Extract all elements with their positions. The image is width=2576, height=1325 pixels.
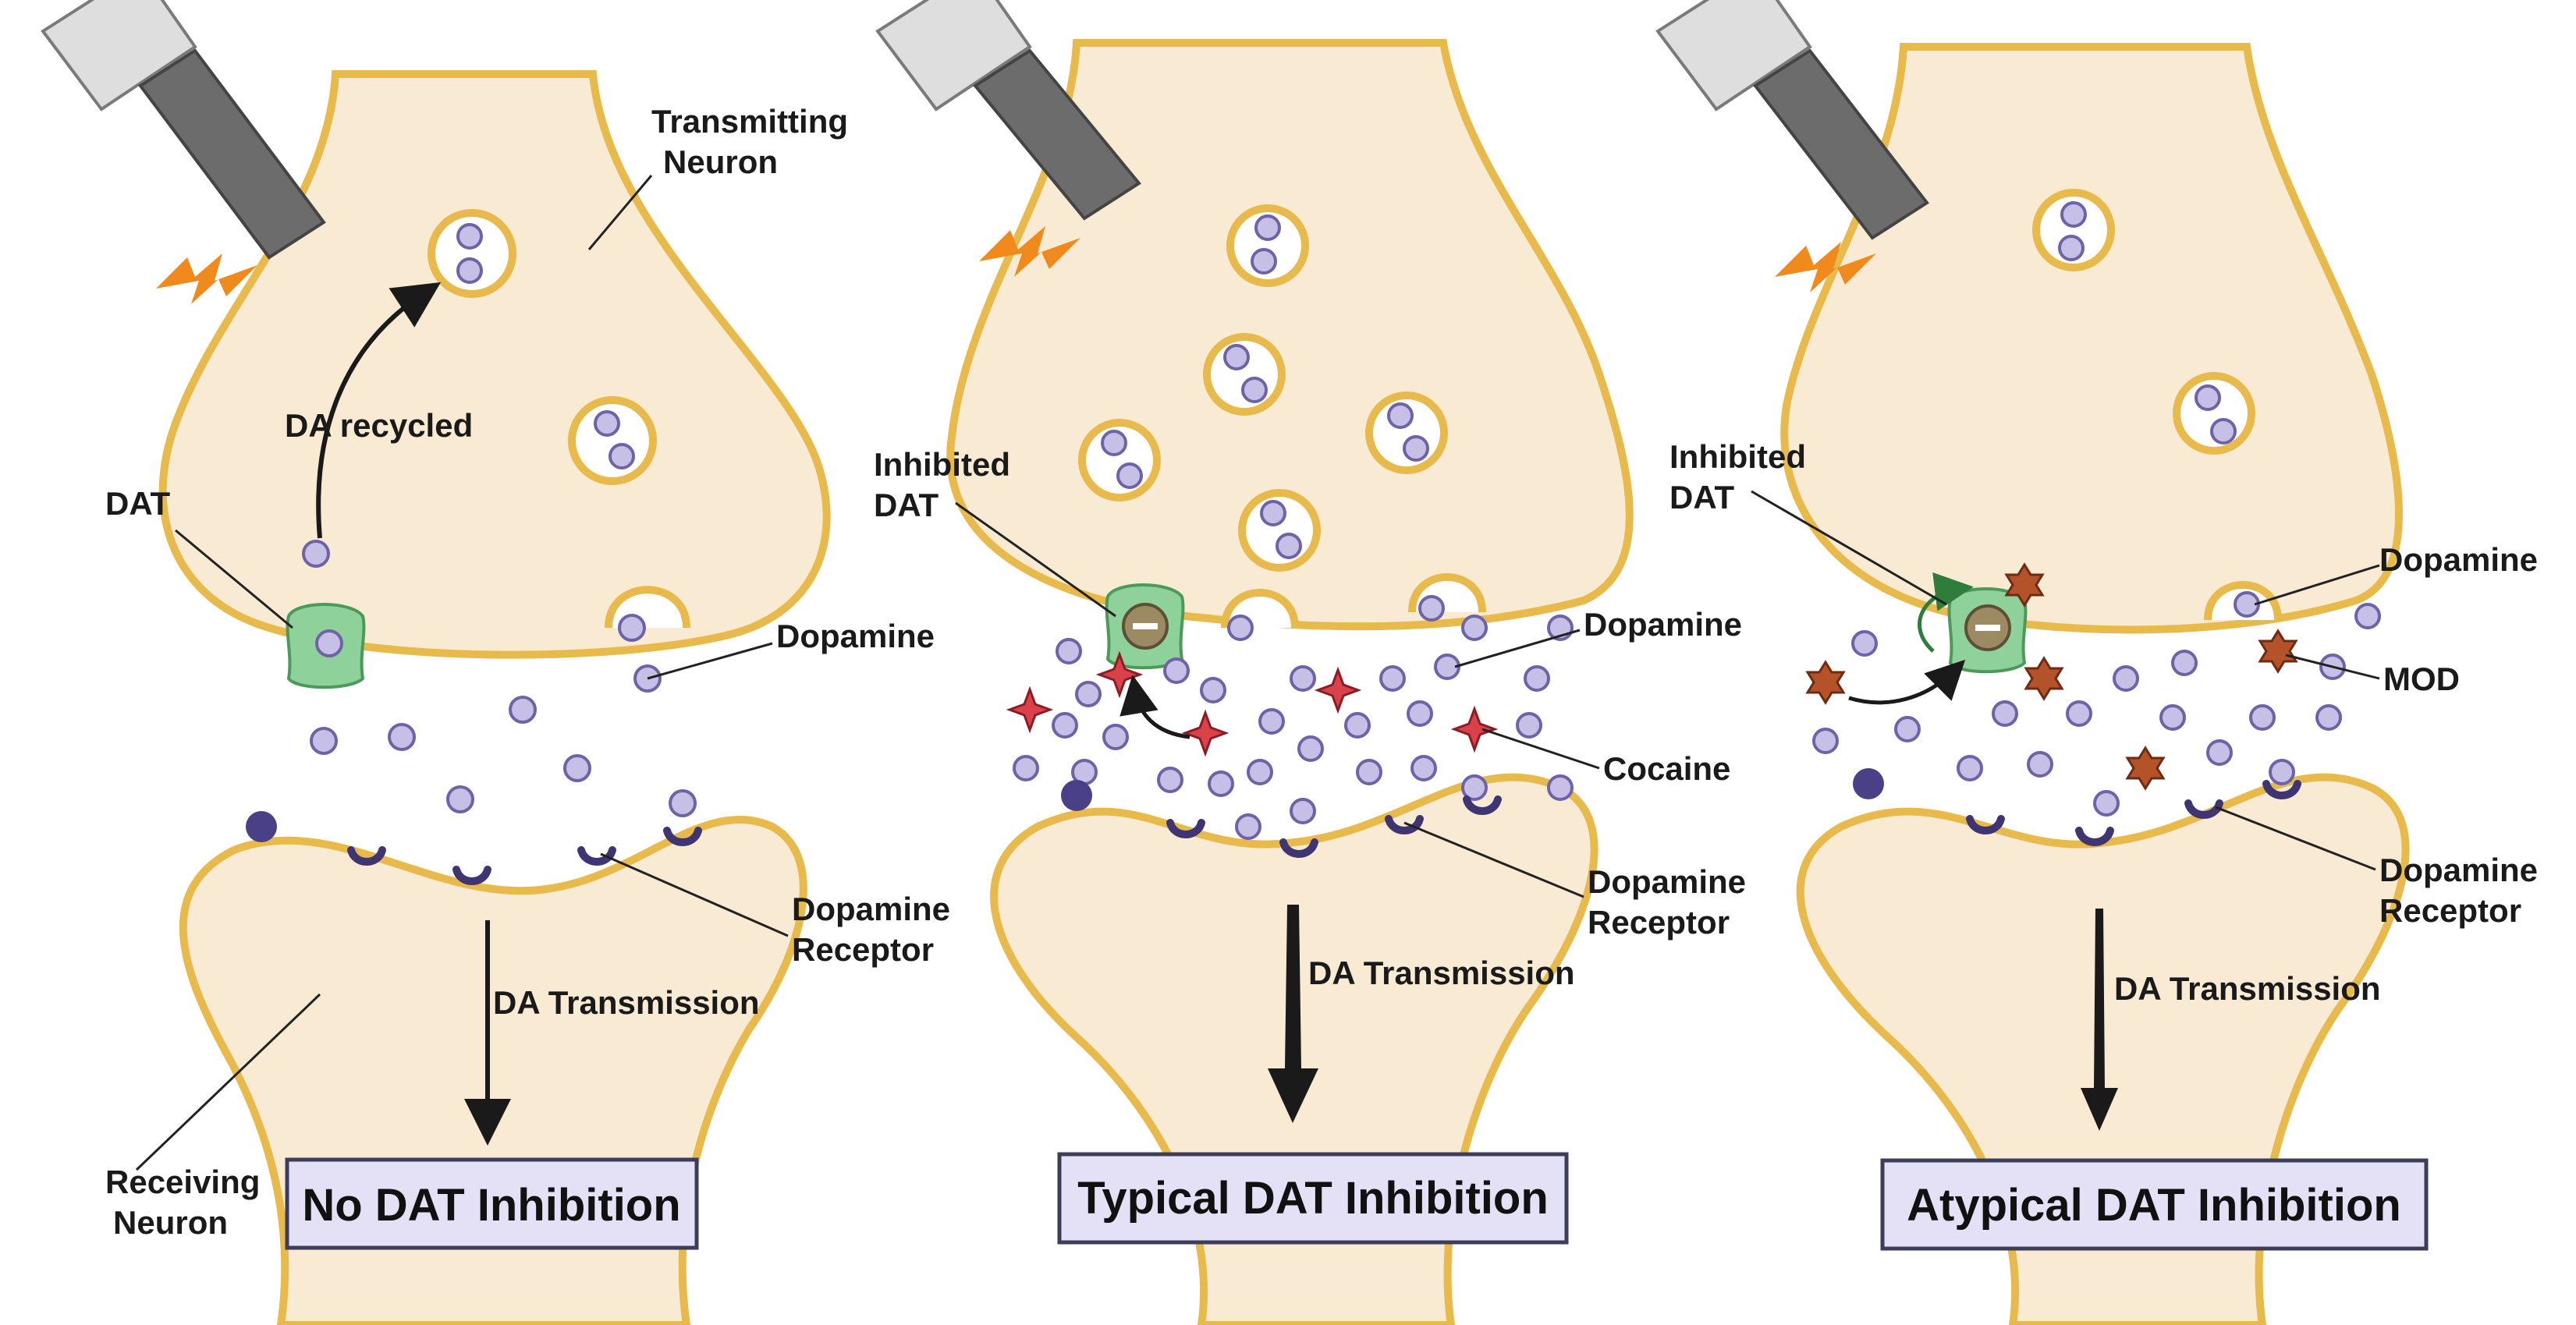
panel-atypical-dat-inhibition: Inhibited DAT Dopamine MOD Dopamine Rece…	[1655, 0, 2547, 1325]
vesicle-icon	[2032, 189, 2115, 271]
dopamine-cluster	[1812, 591, 2381, 817]
dat-transporter-icon	[286, 603, 366, 689]
dopamine-receptor-icon	[1061, 780, 1502, 858]
vesicle-icon	[1365, 391, 1448, 474]
dopamine-cluster	[310, 614, 697, 817]
label-mod: MOD	[2383, 661, 2460, 697]
label-dopamine-receptor: Dopamine Receptor	[1588, 863, 1755, 941]
recycle-arrow	[316, 282, 442, 539]
transmitting-neuron	[1780, 43, 2403, 634]
label-transmitting-neuron: Transmitting Neuron	[651, 103, 857, 180]
panel-typical-dat-inhibition: Inhibited DAT Dopamine Cocaine Dopamine …	[874, 0, 1755, 1325]
title-box	[1057, 1152, 1569, 1245]
label-da-recycled: DA recycled	[285, 407, 473, 444]
panel-title: Atypical DAT Inhibition	[1907, 1180, 2401, 1231]
panel-no-dat-inhibition: Transmitting Neuron DA recycled DAT Dopa…	[41, 0, 960, 1325]
vesicle-icon	[1238, 489, 1321, 572]
label-dopamine: Dopamine	[776, 618, 935, 654]
vesicle-icon	[1078, 419, 1161, 501]
electrode-icon	[1655, 0, 1929, 240]
panel-title: Typical DAT Inhibition	[1077, 1173, 1549, 1224]
vesicle-icon	[568, 396, 657, 485]
cocaine-arrow	[1119, 675, 1190, 739]
label-da-transmission: DA Transmission	[1308, 955, 1575, 991]
vesicle-icon	[1226, 204, 1309, 287]
label-dopamine: Dopamine	[2379, 541, 2538, 578]
mod-arrow	[1848, 659, 1966, 705]
label-inhibited-dat: Inhibited DAT	[874, 446, 1020, 523]
dopamine-receptor-icon	[246, 811, 702, 885]
dopamine-receptor-icon	[1853, 768, 2301, 846]
dopamine-molecule-icon	[302, 540, 330, 568]
vesicle-icon	[1203, 333, 1286, 416]
label-cocaine: Cocaine	[1603, 750, 1730, 787]
da-transmission-arrow	[2081, 909, 2118, 1131]
panel-title: No DAT Inhibition	[302, 1180, 680, 1231]
label-receiving-neuron: Receiving Neuron	[105, 1164, 269, 1241]
dat-cycle-arrow	[1918, 572, 1974, 653]
label-dat: DAT	[105, 485, 171, 522]
transmitting-neuron	[158, 70, 831, 659]
title-box	[1880, 1158, 2429, 1251]
dopamine-cluster	[1013, 595, 1574, 840]
dat-transporter-icon	[1947, 587, 2028, 674]
label-da-transmission: DA Transmission	[2114, 970, 2381, 1007]
label-dopamine-receptor: Dopamine Receptor	[2379, 852, 2547, 929]
da-transmission-arrow	[1268, 905, 1318, 1123]
title-box	[285, 1157, 699, 1250]
electrode-icon	[41, 0, 326, 260]
label-da-transmission: DA Transmission	[493, 984, 760, 1021]
vesicle-icon	[2173, 372, 2255, 455]
vesicle-icon	[428, 209, 516, 298]
dat-transporter-icon	[1105, 583, 1185, 670]
label-dopamine-receptor: Dopamine Receptor	[792, 891, 960, 968]
electrode-icon	[875, 0, 1141, 221]
label-inhibited-dat: Inhibited DAT	[1669, 438, 1815, 515]
label-dopamine: Dopamine	[1584, 606, 1742, 643]
